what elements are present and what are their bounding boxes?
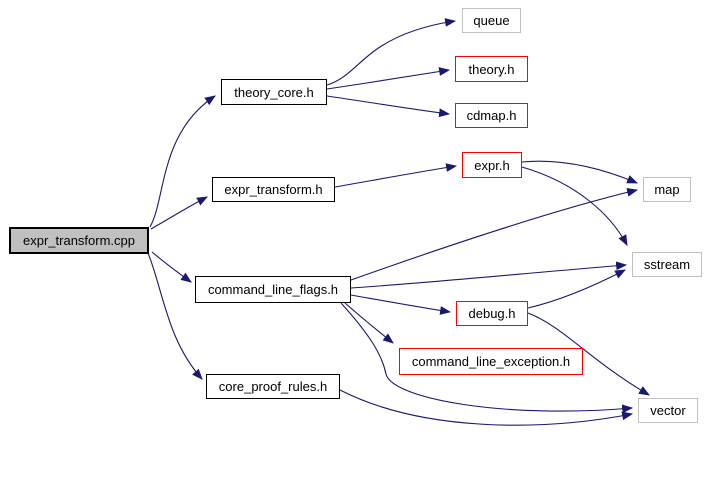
node-label: core_proof_rules.h (218, 379, 328, 394)
node-label: queue (473, 13, 510, 28)
edge-debug_h-to-sstream (527, 269, 626, 309)
node-core_proof_rules_h[interactable]: core_proof_rules.h (206, 374, 340, 399)
node-label: cdmap.h (466, 108, 517, 123)
node-label: command_line_exception.h (411, 354, 571, 369)
node-sstream[interactable]: sstream (632, 252, 702, 277)
node-vector[interactable]: vector (638, 398, 698, 423)
edge-theory_core_h-to-theory_h (326, 67, 451, 90)
edge-expr_transform_cpp-to-theory_core_h (149, 95, 216, 228)
edge-expr_transform_cpp-to-expr_transform_h (150, 196, 208, 230)
edge-command_line_flags_h-to-map (350, 188, 639, 281)
node-command_line_exception_h[interactable]: command_line_exception.h (399, 348, 583, 375)
node-label: theory_core.h (234, 84, 314, 100)
edge-expr_h-to-map (521, 160, 639, 184)
node-label: sstream (643, 257, 691, 272)
edge-command_line_flags_h-to-vector (340, 302, 634, 414)
edge-theory_core_h-to-queue (326, 18, 457, 86)
edge-command_line_flags_h-to-debug_h (350, 294, 452, 315)
edge-command_line_flags_h-to-command_line_exception_h (344, 302, 394, 344)
edges (147, 18, 650, 426)
node-cdmap_h[interactable]: cdmap.h (455, 103, 528, 128)
node-label: vector (650, 403, 686, 418)
node-label: expr.h (474, 157, 510, 173)
node-command_line_flags_h[interactable]: command_line_flags.h (195, 276, 351, 303)
node-label: expr_transform.cpp (23, 233, 135, 248)
edge-expr_h-to-sstream (521, 166, 628, 246)
edge-expr_transform_h-to-expr_h (334, 163, 458, 188)
node-map[interactable]: map (643, 177, 691, 202)
node-label: command_line_flags.h (207, 282, 339, 297)
node-expr_transform_cpp: expr_transform.cpp (9, 227, 149, 254)
edge-expr_transform_cpp-to-core_proof_rules_h (147, 252, 203, 380)
edge-expr_transform_cpp-to-command_line_flags_h (151, 251, 192, 283)
edge-debug_h-to-vector (527, 312, 650, 396)
node-queue[interactable]: queue (462, 8, 521, 33)
node-label: debug.h (468, 306, 516, 321)
edge-command_line_flags_h-to-sstream (350, 261, 628, 289)
node-expr_h[interactable]: expr.h (462, 152, 522, 178)
node-label: expr_transform.h (224, 182, 323, 197)
node-theory_h[interactable]: theory.h (455, 56, 528, 82)
node-label: map (654, 182, 680, 197)
edge-core_proof_rules_h-to-vector (339, 389, 634, 426)
node-label: theory.h (468, 61, 515, 77)
node-debug_h[interactable]: debug.h (456, 301, 528, 326)
node-theory_core_h[interactable]: theory_core.h (221, 79, 327, 105)
node-expr_transform_h[interactable]: expr_transform.h (212, 177, 335, 202)
edge-theory_core_h-to-cdmap_h (326, 95, 451, 118)
